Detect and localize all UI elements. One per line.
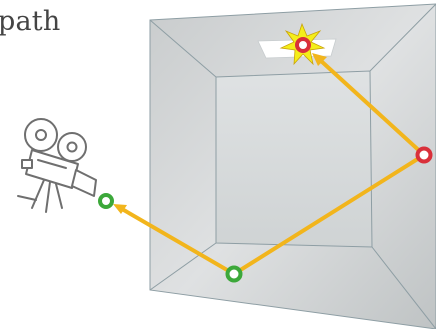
path-segment-2 (232, 153, 426, 276)
floor-hit-marker (225, 265, 243, 283)
path-segment-1 (120, 207, 236, 276)
room-edge-bottom-left (149, 242, 217, 291)
light-vertex-marker (295, 37, 311, 53)
path-vertices (98, 37, 433, 283)
camera-vertex-marker (98, 193, 114, 209)
room-edge-bottom-right (371, 246, 436, 330)
caption-path: path (0, 6, 61, 37)
path-arrowhead-3 (312, 53, 327, 66)
wall-hit-marker (415, 146, 433, 164)
path-segment-3 (318, 58, 426, 157)
room-edge-top-right (369, 3, 436, 72)
room-back-wall (215, 70, 373, 248)
room-box (149, 3, 436, 330)
room-edge-top-left (149, 19, 217, 78)
movie-camera-icon (17, 118, 97, 213)
light-path (113, 53, 426, 276)
path-arrowhead-1 (113, 204, 127, 214)
